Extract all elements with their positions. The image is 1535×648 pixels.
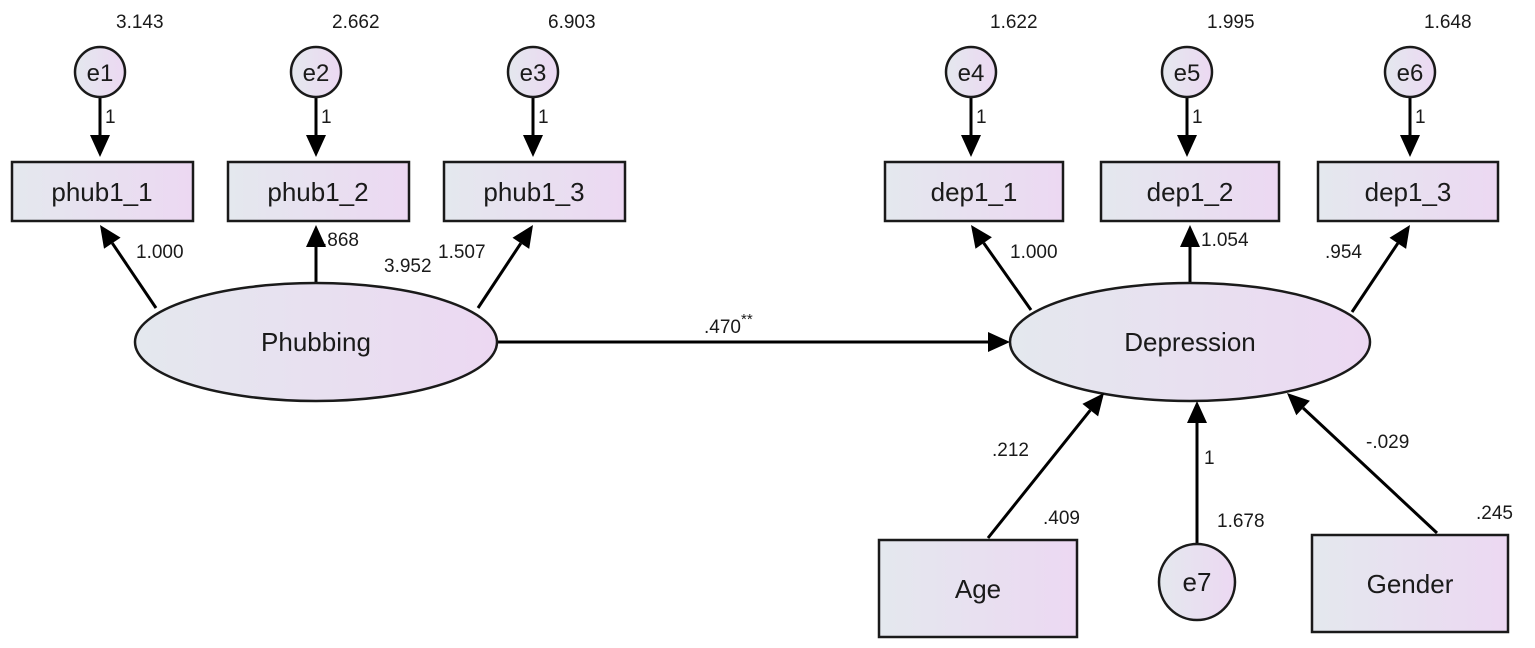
error-circle-e5 — [1160, 45, 1214, 99]
error-label-e2: e2 — [303, 60, 330, 87]
edge-age-depression — [986, 409, 1092, 539]
edge-gender-depression-arrowhead — [1287, 393, 1310, 416]
ellipse-label-phubbing: Phubbing — [261, 327, 371, 357]
box-phub1_3 — [442, 160, 627, 223]
error-label-e3: e3 — [520, 60, 547, 87]
box-gender — [1310, 533, 1510, 634]
box-label-age: Age — [955, 574, 1001, 604]
error-terms: e1 e2 e3 e4 e5 e6 e7 — [73, 45, 1437, 622]
error-circle-e7 — [1157, 542, 1237, 622]
fixed-path-e5: 1 — [1192, 107, 1203, 128]
edge-phubbing-phub1_1 — [111, 242, 158, 309]
path-coef-phubbing-depression: .470** — [704, 311, 753, 338]
error-label-e7: e7 — [1183, 567, 1212, 597]
path-coef-gender-depression: -.029 — [1366, 432, 1409, 453]
edge-e7-depression-arrowhead — [1187, 401, 1207, 423]
variance-age: .409 — [1043, 508, 1080, 529]
box-phub1_2 — [226, 160, 411, 223]
box-label-phub1_2: phub1_2 — [267, 177, 368, 207]
error-circle-e2 — [289, 45, 343, 99]
error-circle-e4 — [944, 45, 998, 99]
box-label-dep1_2: dep1_2 — [1147, 177, 1234, 207]
box-dep1_1 — [883, 160, 1065, 223]
edge-e6-dep1_3-arrowhead — [1400, 135, 1420, 157]
ellipse-phubbing — [133, 281, 499, 403]
box-age — [877, 538, 1079, 639]
error-circle-e6 — [1383, 45, 1437, 99]
variance-e2: 2.662 — [332, 12, 380, 33]
edge-phubbing-phub1_1-arrowhead — [100, 225, 121, 249]
loading-phub1_2: .868 — [322, 230, 359, 251]
variance-e4: 1.622 — [990, 12, 1038, 33]
edge-depression-dep1_1 — [982, 242, 1033, 311]
edges — [98, 97, 1439, 548]
edge-e4-dep1_1-arrowhead — [961, 135, 981, 157]
fixed-path-e2: 1 — [321, 107, 332, 128]
fixed-path-e7: 1 — [1204, 448, 1215, 469]
edge-phubbing-phub1_3 — [476, 242, 523, 309]
error-circle-e1 — [73, 45, 127, 99]
edge-e2-phub1_2-arrowhead — [306, 135, 326, 157]
edge-gender-depression — [1302, 406, 1439, 535]
loading-phub1_3: 1.507 — [438, 242, 486, 263]
ellipse-label-depression: Depression — [1124, 327, 1256, 357]
observed-variables: phub1_1 phub1_2 phub1_3 dep1_1 dep1_2 de… — [10, 160, 1510, 639]
fixed-path-labels: 1 1 1 1 1 1 1 — [105, 107, 1426, 469]
edge-depression-dep1_1-arrowhead — [971, 225, 992, 249]
box-label-phub1_1: phub1_1 — [51, 177, 152, 207]
fixed-path-e1: 1 — [105, 107, 116, 128]
variance-gender: .245 — [1476, 503, 1513, 524]
variance-e7: 1.678 — [1217, 511, 1265, 532]
box-dep1_3 — [1316, 160, 1500, 223]
loading-labels: 1.000 .868 1.507 1.000 1.054 .954 — [136, 230, 1362, 263]
variance-e5: 1.995 — [1207, 12, 1255, 33]
error-label-e5: e5 — [1174, 60, 1201, 87]
edge-e1-phub1_1-arrowhead — [90, 135, 110, 157]
loading-dep1_3: .954 — [1325, 242, 1362, 263]
fixed-path-e4: 1 — [976, 107, 987, 128]
fixed-path-e3: 1 — [538, 107, 549, 128]
variance-e3: 6.903 — [548, 12, 596, 33]
variance-e1: 3.143 — [116, 12, 164, 33]
edge-e5-dep1_2-arrowhead — [1177, 135, 1197, 157]
structural-path-labels: .470** .212 -.029 — [704, 311, 1409, 461]
variance-e6: 1.648 — [1424, 12, 1472, 33]
edge-phubbing-depression-arrowhead — [988, 332, 1010, 352]
fixed-path-e6: 1 — [1415, 107, 1426, 128]
edge-depression-dep1_3 — [1350, 242, 1400, 313]
edge-depression-dep1_3-arrowhead — [1389, 225, 1410, 249]
error-circle-e3 — [506, 45, 560, 99]
error-label-e1: e1 — [87, 60, 114, 87]
latent-variables: Phubbing Depression — [133, 281, 1372, 403]
edge-phubbing-phub1_2-arrowhead — [306, 225, 326, 247]
edge-depression-dep1_2-arrowhead — [1180, 225, 1200, 247]
significance-stars: ** — [741, 311, 753, 328]
edge-age-depression-arrowhead — [1082, 393, 1104, 417]
box-label-dep1_3: dep1_3 — [1365, 177, 1452, 207]
box-label-gender: Gender — [1367, 569, 1454, 599]
box-label-phub1_3: phub1_3 — [483, 177, 584, 207]
path-coef-value: .470 — [704, 317, 741, 338]
variance-phubbing: 3.952 — [384, 256, 432, 277]
box-phub1_1 — [10, 160, 195, 223]
edge-phubbing-phub1_3-arrowhead — [512, 225, 533, 249]
box-dep1_2 — [1099, 160, 1281, 223]
loading-dep1_2: 1.054 — [1201, 230, 1249, 251]
box-label-dep1_1: dep1_1 — [931, 177, 1018, 207]
path-coef-age-depression: .212 — [992, 440, 1029, 461]
loading-phub1_1: 1.000 — [136, 242, 184, 263]
loading-dep1_1: 1.000 — [1010, 242, 1058, 263]
error-label-e4: e4 — [958, 60, 985, 87]
variance-labels: 3.143 2.662 6.903 1.622 1.995 1.648 3.95… — [116, 12, 1513, 532]
edge-e3-phub1_3-arrowhead — [523, 135, 543, 157]
error-label-e6: e6 — [1397, 60, 1424, 87]
arrowheads — [90, 135, 1420, 423]
